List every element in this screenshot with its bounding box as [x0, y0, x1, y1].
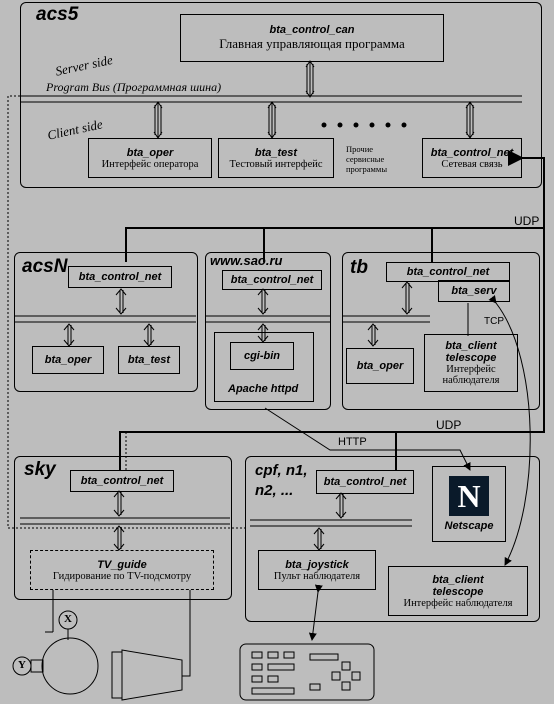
program-bus-label: Program Bus (Программная шина) [46, 80, 222, 94]
motor-x-label: X [64, 613, 72, 625]
oper-box: bta_oper Интерфейс оператора [88, 138, 212, 178]
cpf-title: cpf, n1, [255, 462, 308, 479]
acsn-control-net: bta_control_net [68, 266, 172, 288]
acsn-test: bta_test [118, 346, 180, 374]
apache-label: Apache httpd [228, 383, 299, 395]
acsn-group [14, 252, 198, 392]
motor-y-label: Y [18, 659, 26, 671]
acs5-control-net-box: bta_control_net Сетевая связь [422, 138, 522, 178]
http-link [264, 407, 471, 471]
netscape-label: Netscape [444, 520, 494, 532]
dots [321, 122, 407, 128]
cpf-control-net: bta_control_net [316, 470, 414, 494]
tb-oper: bta_oper [346, 348, 414, 384]
www-title: www.sao.ru [210, 253, 283, 268]
http-label: HTTP [338, 436, 367, 448]
udp-net-mid [119, 228, 545, 470]
udp-mid-label: UDP [436, 418, 462, 432]
joystick-box: bta_joystick Пульт наблюдателя [258, 550, 376, 590]
acsn-title: acsN [22, 256, 68, 277]
udp-top-label: UDP [514, 214, 540, 228]
tvguide-box: TV_guide Гидирование по TV-подсмотру [30, 550, 214, 590]
telescope-drawing [12, 610, 183, 701]
tb-control-net: bta_control_net [386, 262, 510, 282]
oper-name: bta_oper [126, 146, 174, 159]
tb-group [342, 252, 540, 410]
test-box: bta_test Тестовый интерфейс [218, 138, 334, 178]
control-can-box: bta_control_can Главная управляющая прог… [180, 14, 444, 62]
sky-title: sky [24, 459, 56, 480]
www-group [205, 252, 331, 410]
www-control-net: bta_control_net [222, 270, 322, 290]
sky-control-net: bta_control_net [70, 470, 174, 492]
client-link [488, 295, 531, 566]
control-can-desc: Главная управляющая программа [219, 36, 405, 51]
acsn-oper: bta_oper [32, 346, 104, 374]
acs5-control-net-name: bta_control_net [430, 146, 514, 159]
test-desc: Тестовый интерфейс [229, 158, 323, 170]
test-name: bta_test [254, 146, 298, 159]
control-can-name: bta_control_can [269, 24, 355, 36]
cgi-bin-box: cgi-bin [230, 342, 294, 370]
bus-extension-dotted [7, 95, 245, 529]
client2-box: bta_client telescope Интерфейс наблюдате… [388, 566, 528, 616]
tcp-label: TCP [484, 316, 504, 327]
tb-title: tb [350, 257, 368, 278]
tb-client: bta_client telescope Интерфейс наблюдате… [424, 334, 518, 392]
cpf-title2: n2, ... [255, 482, 294, 499]
cpf-group [245, 456, 540, 622]
apache-box [214, 332, 314, 402]
acs5-group [20, 2, 542, 188]
netscape-logo-icon: N [449, 476, 489, 516]
joystick-link [308, 584, 323, 641]
oper-desc: Интерфейс оператора [101, 158, 199, 170]
tb-serv: bta_serv [438, 280, 510, 302]
acs5-title: acs5 [36, 4, 79, 25]
joystick-panel [239, 643, 375, 701]
sky-group [14, 456, 232, 600]
netscape-box[interactable]: N Netscape [432, 466, 506, 542]
acs5-control-net-desc: Сетевая связь [441, 158, 503, 170]
